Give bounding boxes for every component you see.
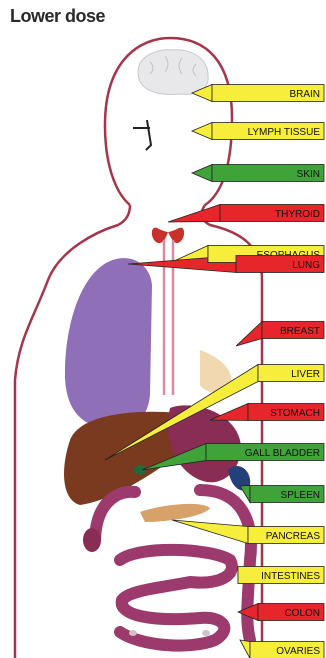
label-text-thyroid: THYROID xyxy=(275,209,320,220)
pointer-ovaries xyxy=(240,640,250,658)
label-text-ovaries: OVARIES xyxy=(276,646,320,657)
label-text-colon: COLON xyxy=(284,608,320,619)
label-text-pancreas: PANCREAS xyxy=(266,531,321,542)
pointer-thyroid xyxy=(168,205,220,223)
label-text-gall-bladder: GALL BLADDER xyxy=(245,448,320,459)
label-text-brain: BRAIN xyxy=(289,89,320,100)
label-text-breast: BREAST xyxy=(280,326,320,337)
pointer-breast xyxy=(236,322,262,347)
pancreas-shape xyxy=(140,504,210,522)
label-text-lung: LUNG xyxy=(292,260,320,271)
label-text-liver: LIVER xyxy=(291,369,320,380)
ovary-shape xyxy=(202,630,210,636)
label-text-spleen: SPLEEN xyxy=(281,490,320,501)
intestines-shape xyxy=(120,550,232,646)
ovary-shape xyxy=(129,630,137,636)
label-text-stomach: STOMACH xyxy=(270,408,320,419)
pointer-stomach xyxy=(210,404,248,421)
label-text-skin: SKIN xyxy=(297,169,320,180)
cecum-shape xyxy=(83,528,101,552)
pointer-lymph-tissue xyxy=(192,123,212,140)
eye-mark xyxy=(133,120,151,150)
thyroid-shape xyxy=(152,228,184,244)
label-text-lymph-tissue: LYMPH TISSUE xyxy=(248,127,321,138)
brain-shape xyxy=(138,50,208,95)
pointer-pancreas xyxy=(172,520,248,544)
lung-shape xyxy=(65,258,152,428)
label-text-intestines: INTESTINES xyxy=(261,571,320,582)
pointer-skin xyxy=(192,165,212,182)
